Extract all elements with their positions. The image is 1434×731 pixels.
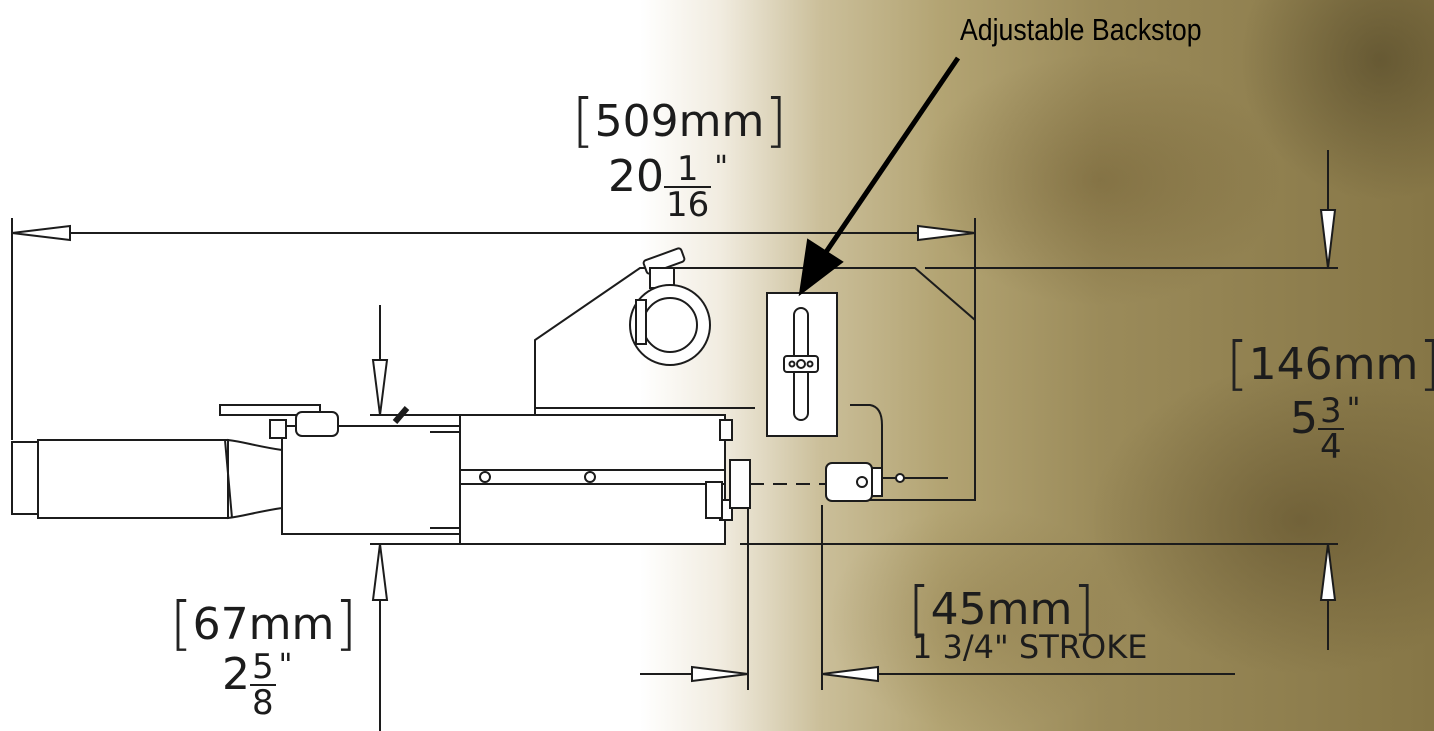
bracket-right: ] (1418, 329, 1434, 397)
bracket-right: ] (1072, 574, 1095, 642)
cylinder-body (459, 414, 751, 545)
bracket-right: ] (764, 86, 787, 154)
stroke-label: 1 3/4" STROKE (912, 628, 1148, 666)
handle-grip (11, 438, 283, 520)
body-metric: [67mm] (170, 589, 357, 657)
bracket-left: [ (170, 589, 193, 657)
release-knob (219, 404, 410, 437)
bracket-right: ] (334, 589, 357, 657)
adjustable-backstop-label: Adjustable Backstop (960, 12, 1202, 47)
bracket-left: [ (1226, 329, 1249, 397)
stroke-dimension-line (640, 505, 1235, 690)
height-dimension-line (740, 150, 1338, 650)
callout-arrow (798, 56, 961, 297)
ram-head (825, 462, 883, 502)
stroke-metric: [45mm] (908, 574, 1095, 642)
length-metric: [509mm] (572, 86, 787, 154)
pump-body (269, 419, 461, 535)
body-dimension-line (370, 305, 460, 731)
backstop-plate (766, 292, 838, 437)
height-metric: [146mm] (1226, 325, 1434, 397)
length-dimension-line (11, 218, 976, 440)
bracket-left: [ (572, 86, 595, 154)
swivel-ring (629, 247, 711, 366)
bracket-left: [ (908, 574, 931, 642)
